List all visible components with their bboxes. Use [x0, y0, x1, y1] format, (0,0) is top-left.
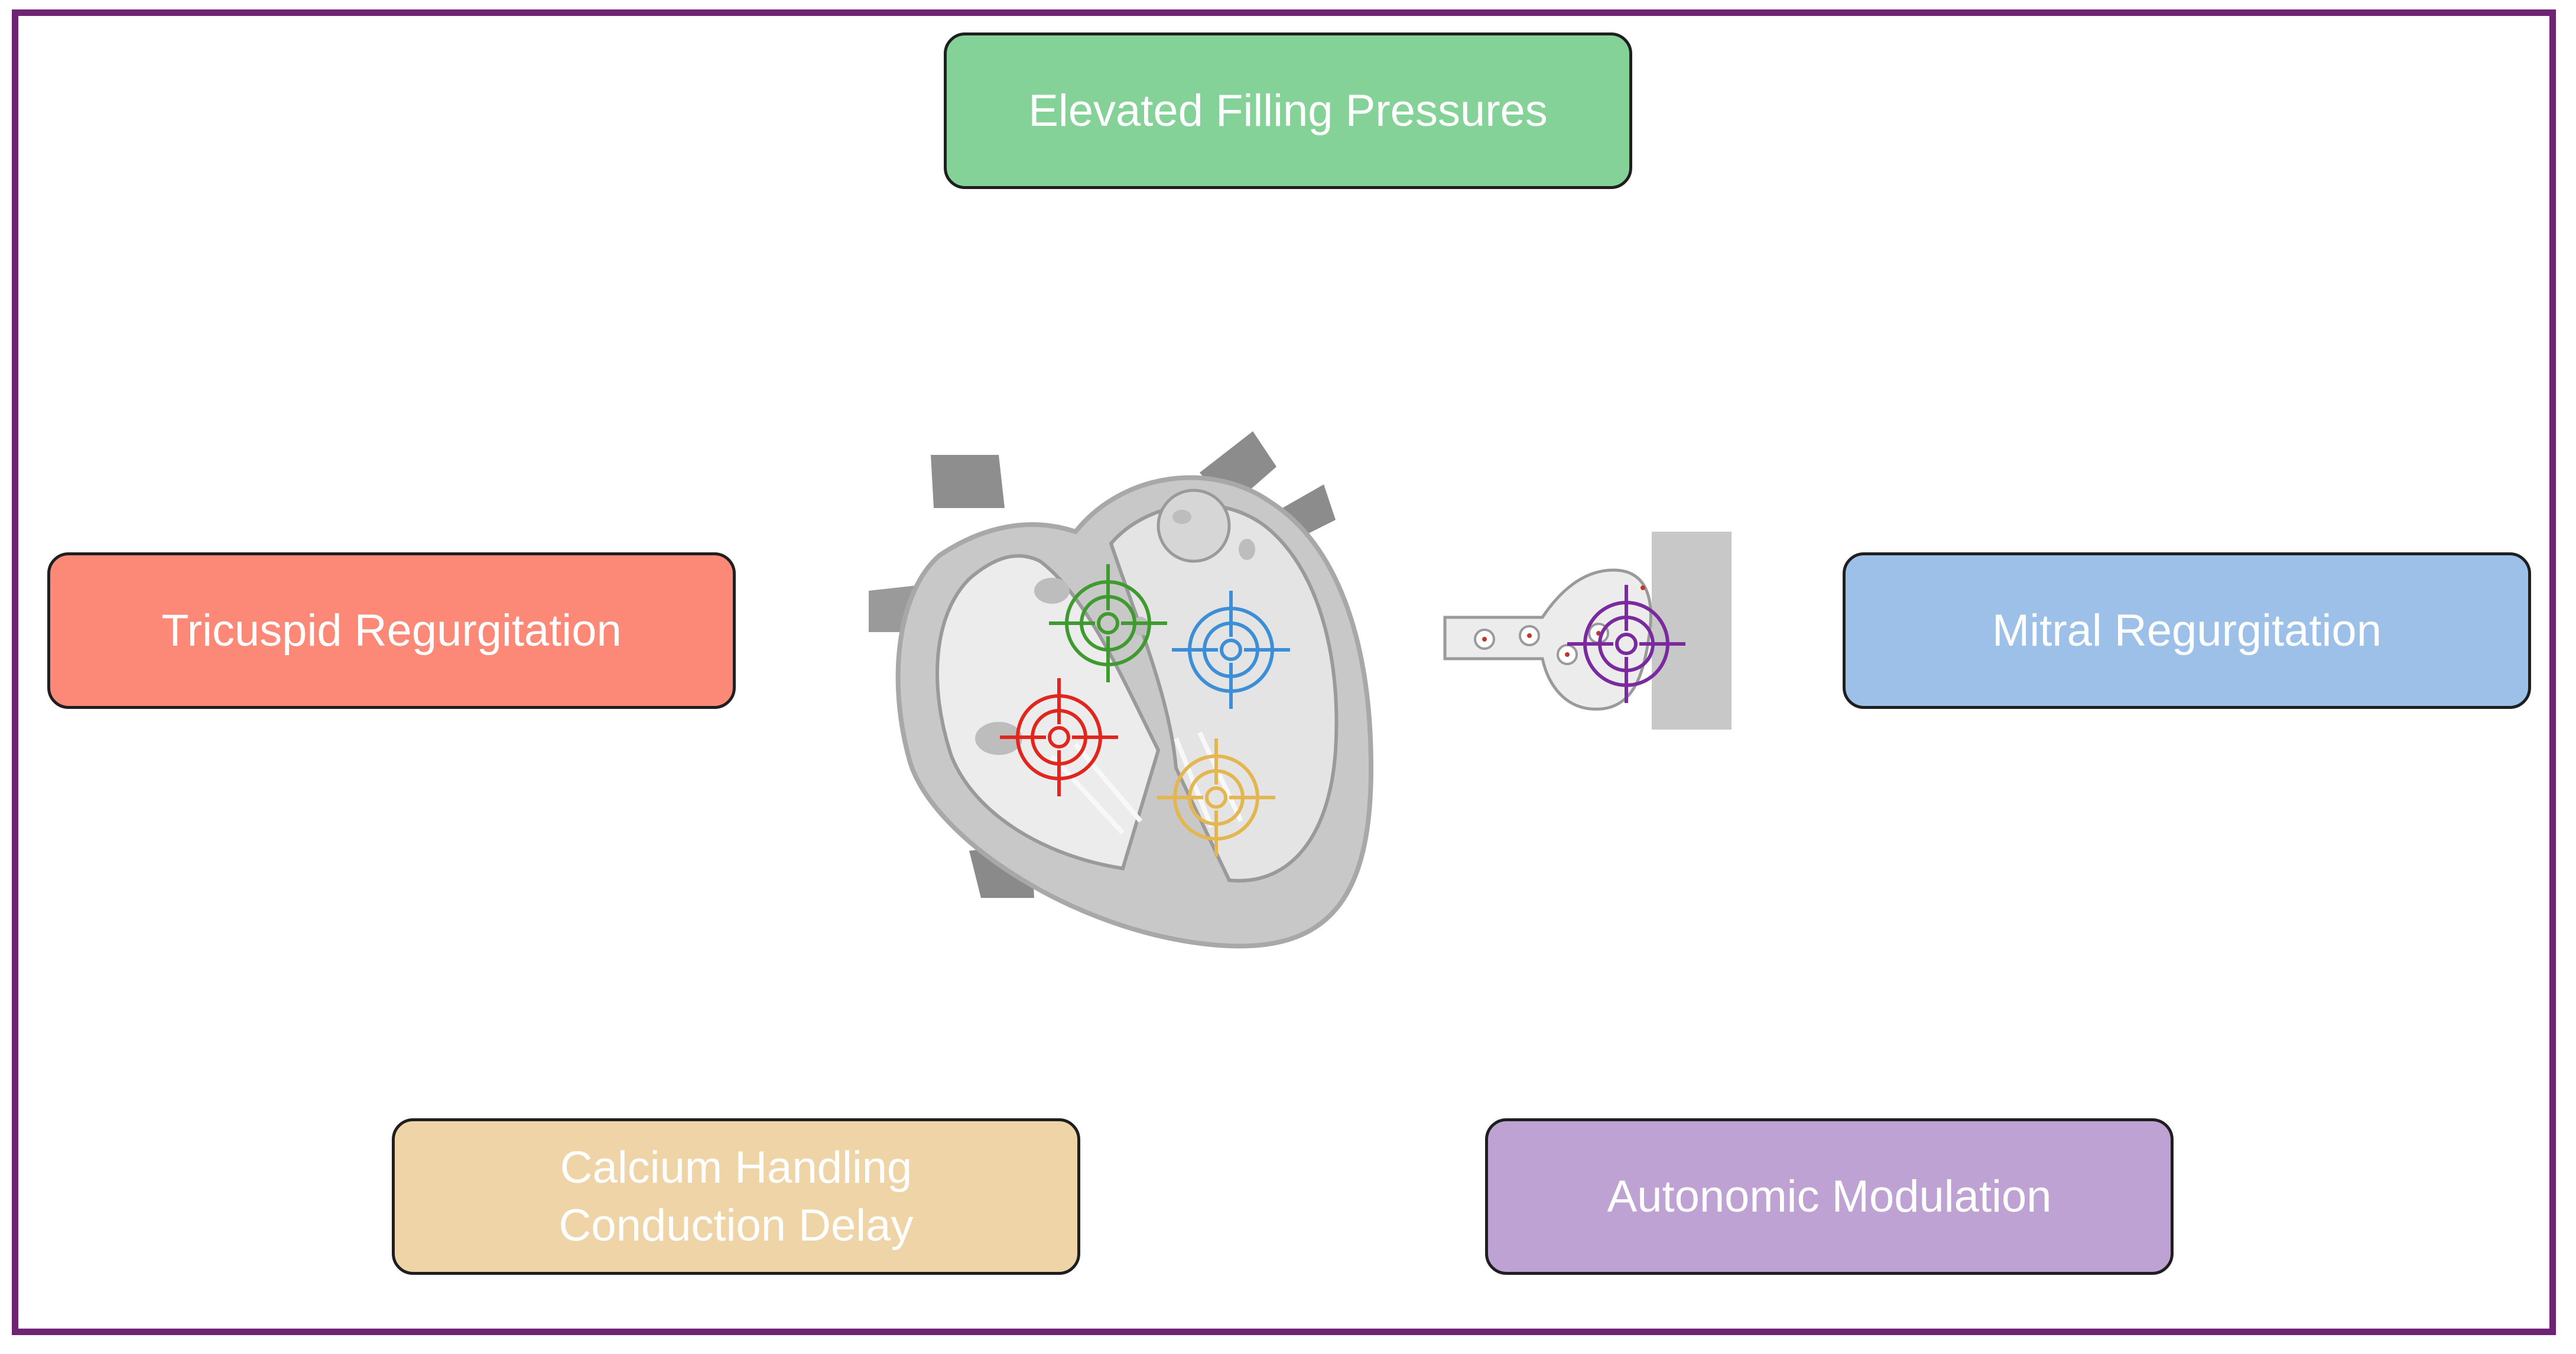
tricuspid-regurgitation-label: Tricuspid Regurgitation [161, 605, 622, 656]
autonomic-modulation-label: Autonomic Modulation [1607, 1171, 2052, 1222]
tricuspid-regurgitation-box: Tricuspid Regurgitation [47, 552, 736, 709]
elevated-filling-pressures-label: Elevated Filling Pressures [1028, 85, 1548, 136]
conduction-delay-label: Conduction Delay [558, 1200, 914, 1251]
calcium-conduction-box: Calcium Handling Conduction Delay [392, 1118, 1080, 1275]
elevated-filling-pressures-box: Elevated Filling Pressures [944, 32, 1632, 189]
calcium-handling-label: Calcium Handling [560, 1143, 912, 1193]
diagram-frame [12, 9, 2556, 1335]
mitral-regurgitation-label: Mitral Regurgitation [1992, 605, 2382, 656]
mitral-regurgitation-box: Mitral Regurgitation [1843, 552, 2531, 709]
autonomic-modulation-box: Autonomic Modulation [1485, 1118, 2174, 1275]
heart-illustration [869, 431, 1374, 949]
